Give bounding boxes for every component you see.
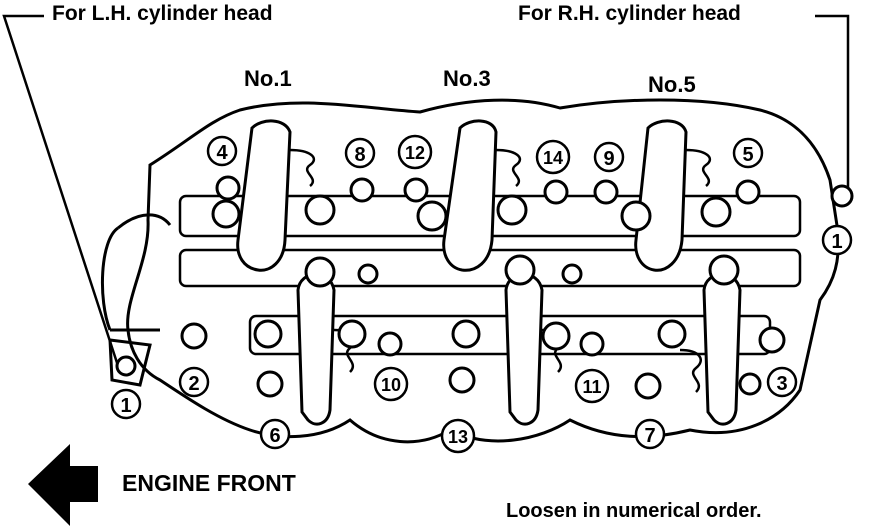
bolt-number-12: 12 [405, 143, 425, 163]
bolt-badge-3: 3 [766, 366, 798, 398]
bolt-number-5: 5 [742, 144, 753, 166]
bolt-badge-1-left: 1 [110, 388, 142, 420]
bolt-badges: 4 8 12 14 9 5 1 2 10 11 3 1 6 13 7 [110, 134, 853, 454]
bolt-number-6: 6 [269, 425, 280, 447]
bolt-badge-12: 12 [397, 134, 433, 170]
bolt-badge-14: 14 [535, 139, 571, 175]
bolt-badge-9: 9 [593, 141, 625, 173]
bolt-number-1-right: 1 [831, 231, 842, 253]
bolt-badge-7: 7 [634, 418, 666, 450]
lh-head-callout: For L.H. cylinder head [52, 2, 273, 25]
bolt-badge-8: 8 [344, 137, 376, 169]
bolt-number-1-left: 1 [120, 395, 131, 417]
bolt-badge-6: 6 [259, 418, 291, 450]
cylinder-head-outline [101, 98, 840, 444]
rocker-arms-lower [296, 272, 742, 426]
bolt-number-10: 10 [381, 375, 401, 395]
bolt-badge-10: 10 [373, 366, 409, 402]
bolt-badge-4: 4 [206, 135, 238, 167]
bolt-number-14: 14 [543, 148, 563, 168]
bolt-number-2: 2 [188, 373, 199, 395]
cylinder-label-no1: No.1 [244, 66, 292, 91]
bolt-badge-2: 2 [178, 366, 210, 398]
rh-head-callout: For R.H. cylinder head [518, 2, 741, 25]
bolt-number-7: 7 [644, 425, 655, 447]
bolt-number-8: 8 [354, 144, 365, 166]
cylinder-label-no3: No.3 [443, 66, 491, 91]
bolt-number-11: 11 [582, 377, 601, 397]
engine-front-label: ENGINE FRONT [122, 470, 296, 496]
bolt-badge-11: 11 [574, 368, 610, 404]
bolt-badge-5: 5 [732, 137, 764, 169]
bolt-number-9: 9 [603, 148, 614, 170]
loosen-instruction: Loosen in numerical order. [506, 500, 762, 522]
rocker-arms-upper [236, 119, 688, 272]
bolt-badge-13: 13 [440, 418, 476, 454]
bolt-badge-1-right: 1 [821, 224, 853, 256]
cylinder-label-no5: No.5 [648, 72, 696, 97]
left-arrow-icon [28, 444, 98, 526]
bolt-number-13: 13 [448, 427, 468, 447]
bolt-number-3: 3 [776, 373, 787, 395]
bolt-heads [115, 175, 854, 400]
bolt-number-4: 4 [216, 142, 228, 164]
